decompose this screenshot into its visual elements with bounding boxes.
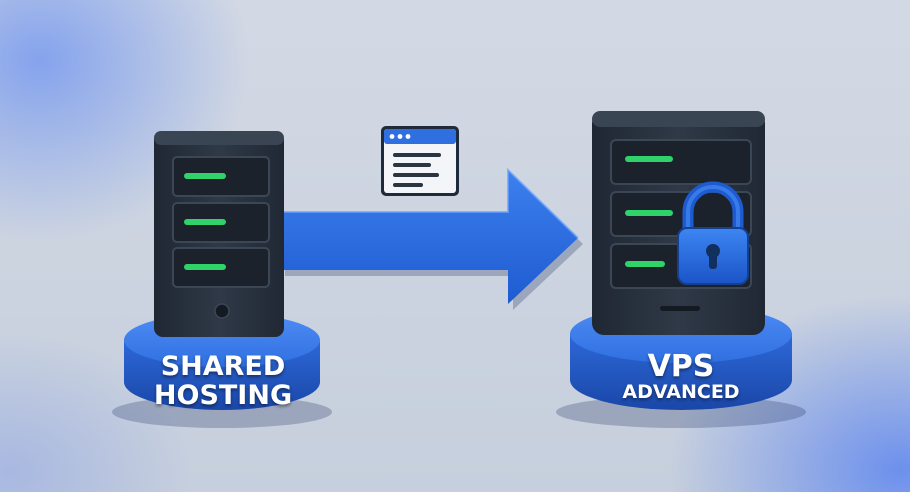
right-arrow-icon <box>282 167 583 310</box>
status-led <box>184 219 226 225</box>
server-bay <box>172 156 270 197</box>
server-bay <box>172 247 270 288</box>
status-led <box>184 264 226 270</box>
status-led <box>625 210 673 216</box>
vps-label: VPS <box>647 349 715 384</box>
server-bay <box>172 202 270 243</box>
shared-hosting-label: SHARED HOSTING <box>128 352 318 410</box>
shared-hosting-server <box>154 131 284 337</box>
browser-window-icon <box>381 126 459 196</box>
vps-advanced-label: ADVANCED <box>622 381 740 403</box>
padlock-icon <box>677 181 749 285</box>
status-led <box>625 261 665 267</box>
server-bay <box>610 139 752 185</box>
shared-hosting-label-line1: SHARED <box>160 351 286 382</box>
power-button-icon <box>214 303 230 319</box>
shared-hosting-label-line2: HOSTING <box>153 380 293 411</box>
status-led <box>184 173 226 179</box>
status-led <box>625 156 673 162</box>
